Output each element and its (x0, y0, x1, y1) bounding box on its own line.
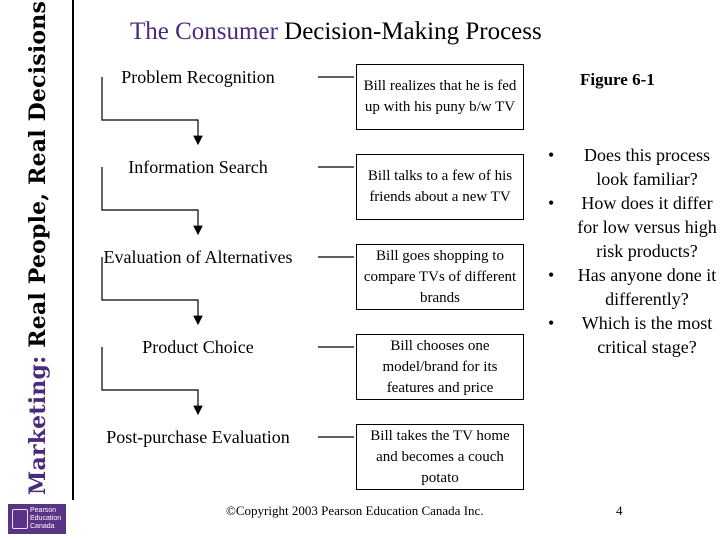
side-divider (72, 0, 74, 500)
bullet-text: How does it differ for low versus high r… (577, 193, 717, 261)
logo-line-1: Pearson (30, 507, 57, 514)
flow-arrow-1 (101, 77, 203, 146)
page-title-accent: The Consumer (130, 18, 278, 45)
bullet-text: Has anyone done it differently? (577, 265, 717, 309)
step-description-3: Bill goes shopping to compare TVs of dif… (356, 244, 524, 310)
bullet-dot: • (548, 145, 555, 165)
logo-line-3: Canada (30, 523, 55, 530)
logo-mark-icon (12, 509, 28, 529)
list-item: • Does this process look familiar? (548, 143, 720, 191)
copyright-notice: ©Copyright 2003 Pearson Education Canada… (226, 503, 484, 518)
bullet-text: Does this process look familiar? (584, 145, 710, 189)
bullet-dot: • (548, 313, 555, 333)
question-list: • Does this process look familiar? • How d… (548, 143, 720, 359)
flow-arrow-3 (101, 257, 203, 326)
bullet-text: Which is the most critical stage? (581, 313, 713, 357)
page-title: The Consumer Decision-Making Process (130, 18, 542, 46)
step-description-2: Bill talks to a few of his friends about… (356, 154, 524, 220)
list-item: • How does it differ for low versus high … (548, 191, 720, 263)
page-number: 4 (616, 503, 623, 518)
list-item: • Which is the most critical stage? (548, 311, 720, 359)
step-product-choice: Product Choice (142, 336, 254, 357)
step-evaluation-of-alternatives: Evaluation of Alternatives (103, 246, 293, 267)
step-description-1: Bill realizes that he is fed up with his… (356, 64, 524, 130)
logo-line-2: Education (30, 515, 62, 522)
step-problem-recognition: Problem Recognition (121, 66, 275, 87)
page-title-rest: Decision-Making Process (277, 18, 542, 45)
step-description-5: Bill takes the TV home and becomes a cou… (356, 424, 524, 490)
flow-arrow-4 (101, 347, 203, 416)
step-information-search: Information Search (128, 156, 268, 177)
publisher-logo: Pearson Education Canada (8, 504, 66, 534)
bullet-dot: • (548, 193, 555, 213)
step-description-4: Bill chooses one model/brand for its fea… (356, 334, 524, 400)
list-item: • Has anyone done it differently? (548, 263, 720, 311)
flow-arrow-2 (101, 167, 203, 236)
step-post-purchase-evaluation: Post-purchase Evaluation (106, 426, 290, 447)
figure-label: Figure 6-1 (580, 70, 655, 89)
bullet-dot: • (548, 265, 555, 285)
